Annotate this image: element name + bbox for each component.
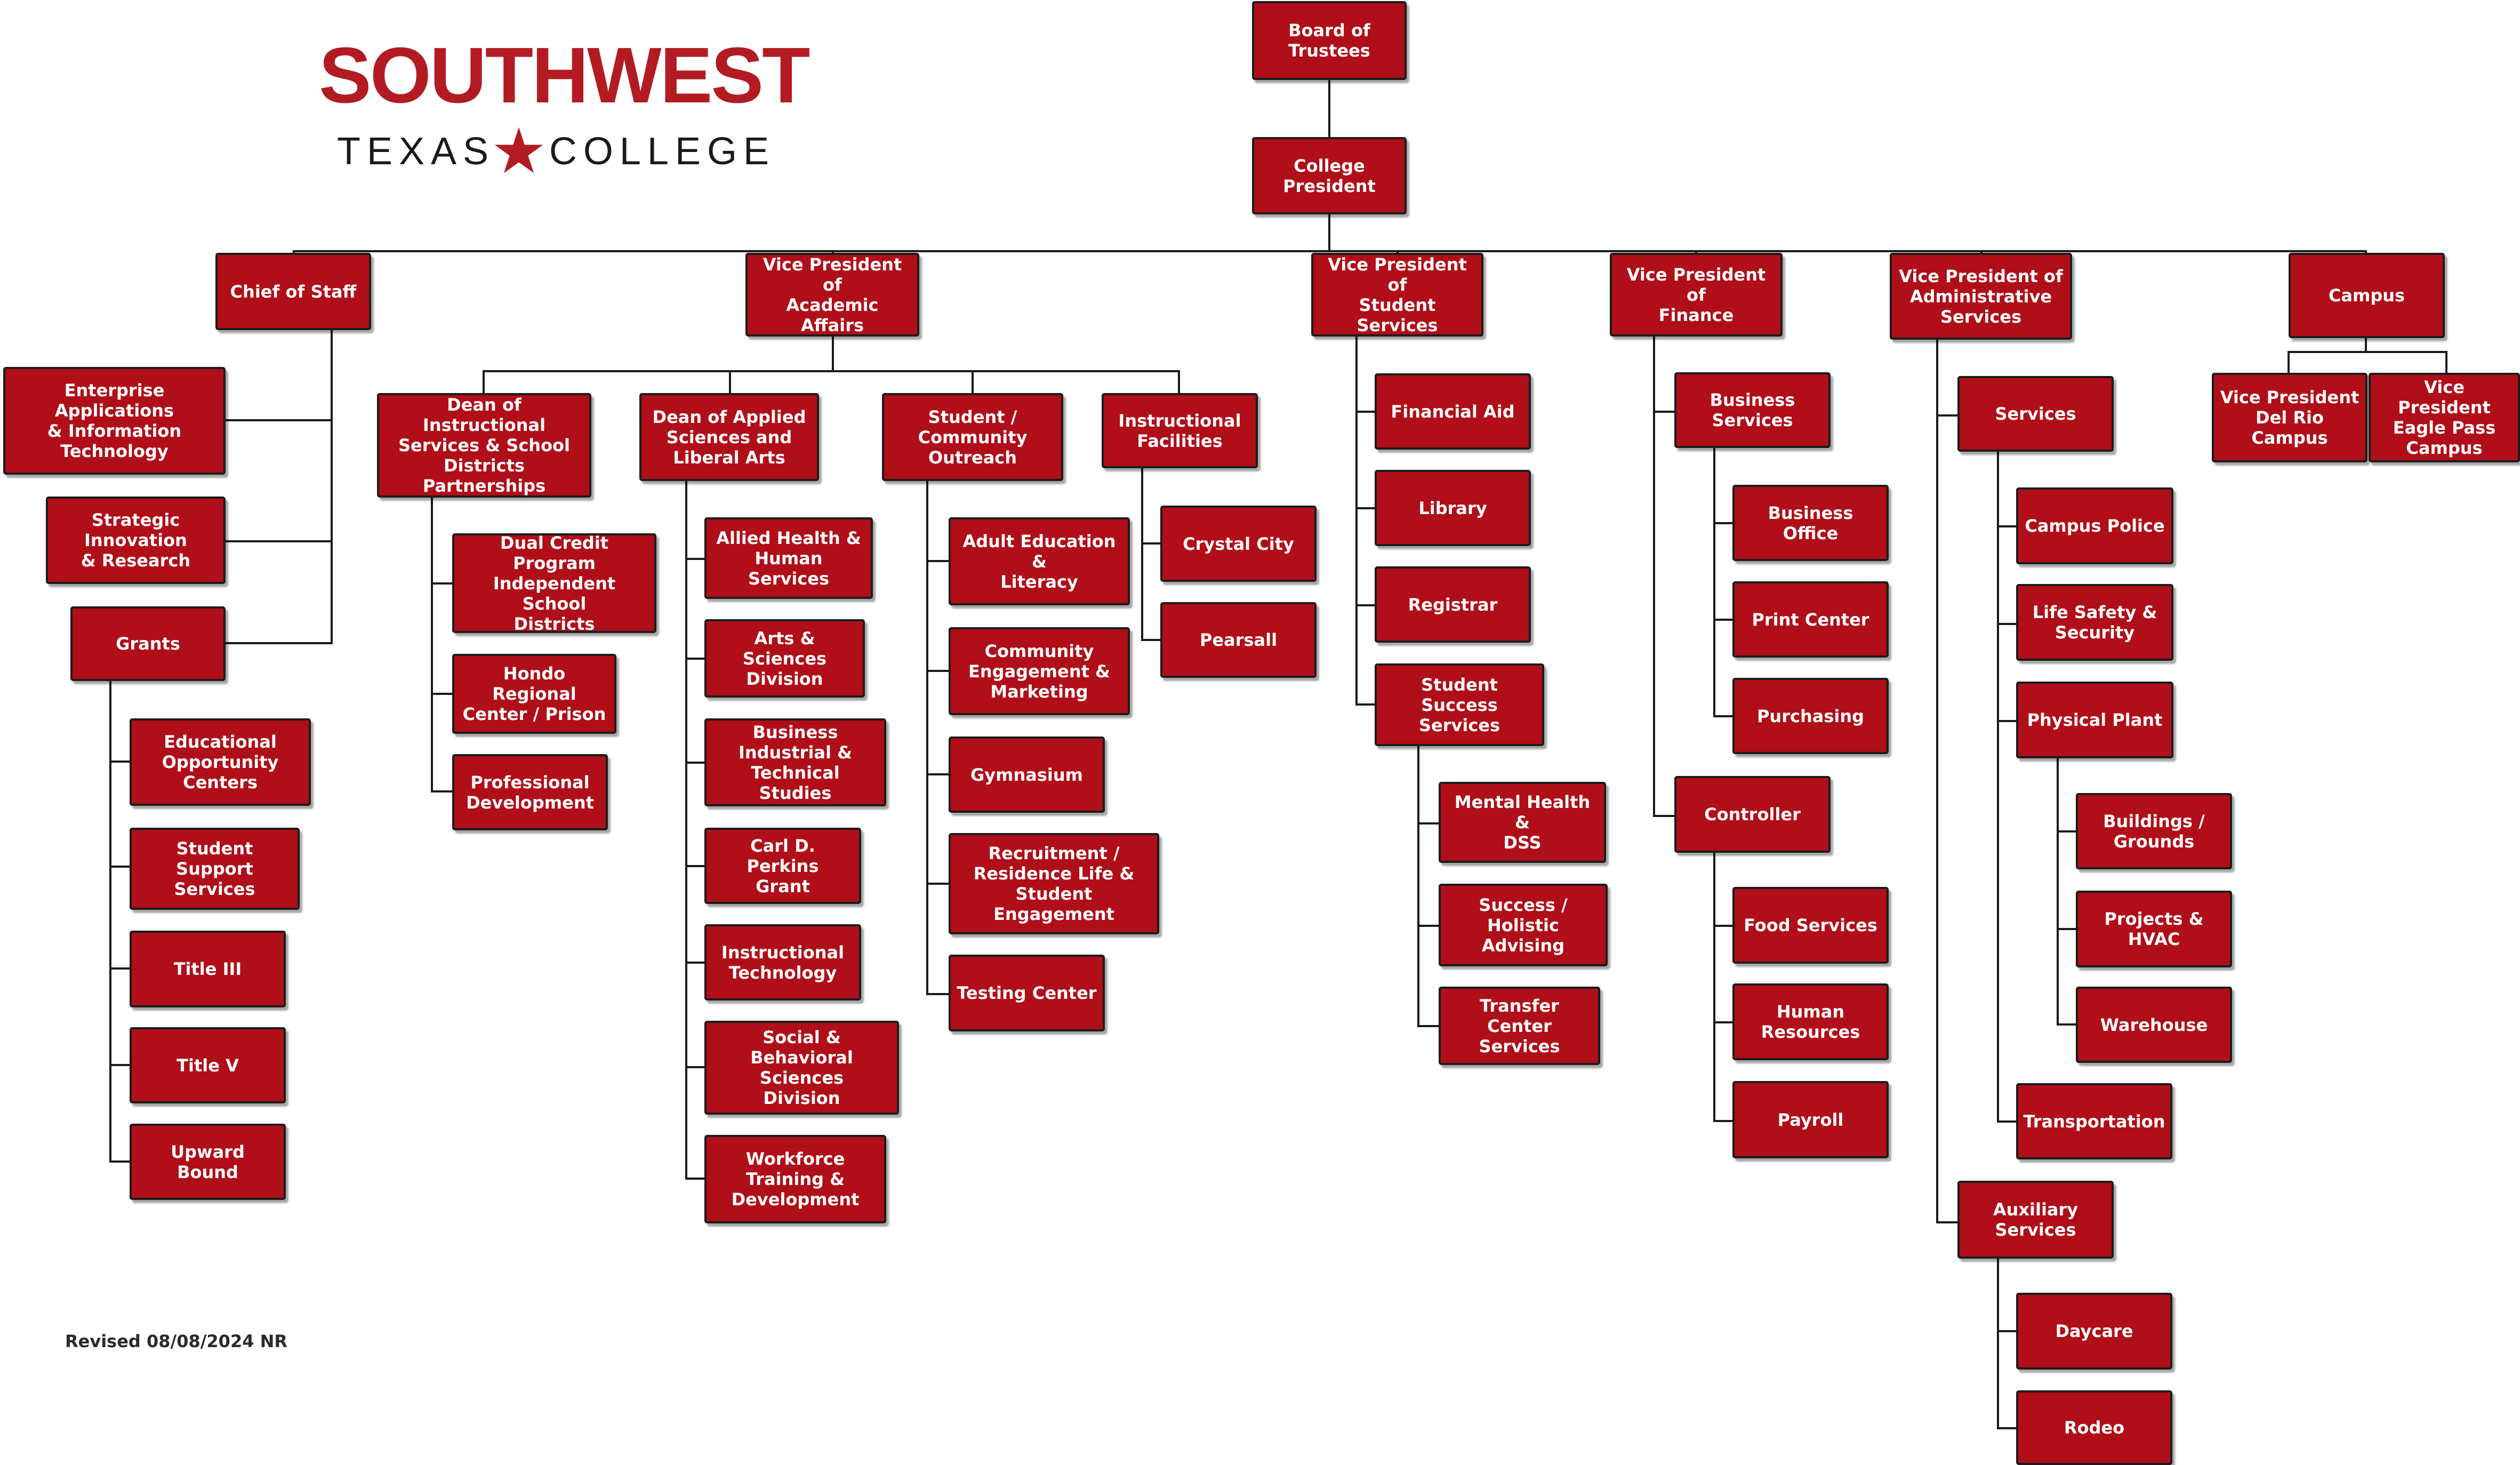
revision-note: Revised 08/08/2024 NR — [65, 1331, 288, 1351]
financial-aid-box: Financial Aid — [1375, 373, 1531, 450]
warehouse-box: Warehouse — [2076, 987, 2232, 1063]
hondo-regional-center-box: Hondo Regional Center / Prison — [452, 654, 616, 734]
recruitment-residence-box: Recruitment / Residence Life & Student E… — [949, 833, 1159, 934]
auxiliary-services-box: Auxiliary Services — [1957, 1181, 2114, 1259]
strategic-innovation-box: Strategic Innovation & Research — [46, 497, 226, 584]
campus-police-box: Campus Police — [2016, 487, 2173, 564]
star-icon: ★ — [491, 116, 547, 187]
vp-eagle-pass-campus-box: Vice President Eagle Pass Campus — [2369, 373, 2520, 462]
transportation-box: Transportation — [2016, 1083, 2172, 1159]
food-services-box: Food Services — [1732, 887, 1889, 964]
daycare-box: Daycare — [2016, 1293, 2172, 1370]
dual-credit-program-box: Dual Credit Program Independent School D… — [452, 533, 656, 634]
student-success-services-box: Student Success Services — [1375, 663, 1544, 746]
professional-development-box: Professional Development — [452, 754, 608, 830]
campus-box: Campus — [2289, 253, 2445, 338]
title-v-box: Title V — [130, 1027, 286, 1103]
purchasing-box: Purchasing — [1732, 678, 1889, 754]
logo-subtitle: TEXAS ★ COLLEGE — [337, 116, 776, 187]
vp-student-services-box: Vice President of Student Services — [1311, 253, 1483, 337]
physical-plant-box: Physical Plant — [2016, 682, 2173, 758]
payroll-box: Payroll — [1732, 1081, 1889, 1158]
gymnasium-box: Gymnasium — [949, 736, 1105, 813]
college-president-box: College President — [1252, 137, 1407, 214]
logo-subtitle-left: TEXAS — [337, 130, 495, 173]
rodeo-box: Rodeo — [2016, 1390, 2172, 1465]
allied-health-box: Allied Health & Human Services — [704, 517, 873, 599]
educational-opportunity-box: Educational Opportunity Centers — [130, 718, 311, 806]
human-resources-box: Human Resources — [1732, 983, 1889, 1060]
title-iii-box: Title III — [130, 931, 286, 1007]
instructional-facilities-box: Instructional Facilities — [1102, 393, 1258, 468]
student-community-outreach-box: Student / Community Outreach — [882, 393, 1063, 481]
dean-applied-sciences-box: Dean of Applied Sciences and Liberal Art… — [639, 393, 819, 481]
board-of-trustees-box: Board of Trustees — [1252, 1, 1407, 80]
vp-academic-affairs-box: Vice President of Academic Affairs — [745, 253, 919, 337]
projects-hvac-box: Projects & HVAC — [2076, 891, 2232, 967]
grants-box: Grants — [70, 606, 226, 681]
mental-health-dss-box: Mental Health & DSS — [1439, 782, 1606, 863]
enterprise-applications-box: Enterprise Applications & Information Te… — [3, 367, 226, 475]
carl-perkins-grant-box: Carl D. Perkins Grant — [704, 828, 861, 904]
logo-subtitle-right: COLLEGE — [549, 130, 776, 173]
registrar-box: Registrar — [1375, 566, 1531, 643]
controller-box: Controller — [1674, 776, 1831, 853]
upward-bound-box: Upward Bound — [130, 1124, 286, 1200]
crystal-city-box: Crystal City — [1160, 506, 1317, 582]
transfer-center-box: Transfer Center Services — [1439, 987, 1600, 1065]
holistic-advising-box: Success / Holistic Advising — [1439, 884, 1608, 966]
services-box: Services — [1957, 376, 2114, 452]
logo-title: SOUTHWEST — [319, 31, 810, 119]
business-office-box: Business Office — [1732, 485, 1889, 561]
instructional-technology-box: Instructional Technology — [704, 924, 861, 1000]
arts-sciences-box: Arts & Sciences Division — [704, 619, 865, 698]
vp-del-rio-campus-box: Vice President Del Rio Campus — [2212, 373, 2367, 462]
business-industrial-box: Business Industrial & Technical Studies — [704, 718, 886, 806]
social-behavioral-box: Social & Behavioral Sciences Division — [704, 1021, 899, 1115]
buildings-grounds-box: Buildings / Grounds — [2076, 793, 2232, 869]
print-center-box: Print Center — [1732, 581, 1889, 658]
library-box: Library — [1375, 470, 1531, 546]
workforce-training-box: Workforce Training & Development — [704, 1135, 886, 1223]
vp-administrative-services-box: Vice President of Administrative Service… — [1890, 253, 2072, 340]
vp-finance-box: Vice President of Finance — [1610, 253, 1783, 337]
adult-education-box: Adult Education & Literacy — [949, 517, 1130, 605]
dean-instructional-services-box: Dean of Instructional Services & School … — [377, 393, 591, 498]
chief-of-staff-box: Chief of Staff — [215, 253, 371, 330]
student-support-services-box: Student Support Services — [130, 828, 300, 910]
pearsall-box: Pearsall — [1160, 602, 1317, 678]
community-engagement-box: Community Engagement & Marketing — [949, 627, 1130, 715]
testing-center-box: Testing Center — [949, 955, 1105, 1031]
life-safety-security-box: Life Safety & Security — [2016, 584, 2173, 661]
business-services-box: Business Services — [1674, 372, 1831, 448]
